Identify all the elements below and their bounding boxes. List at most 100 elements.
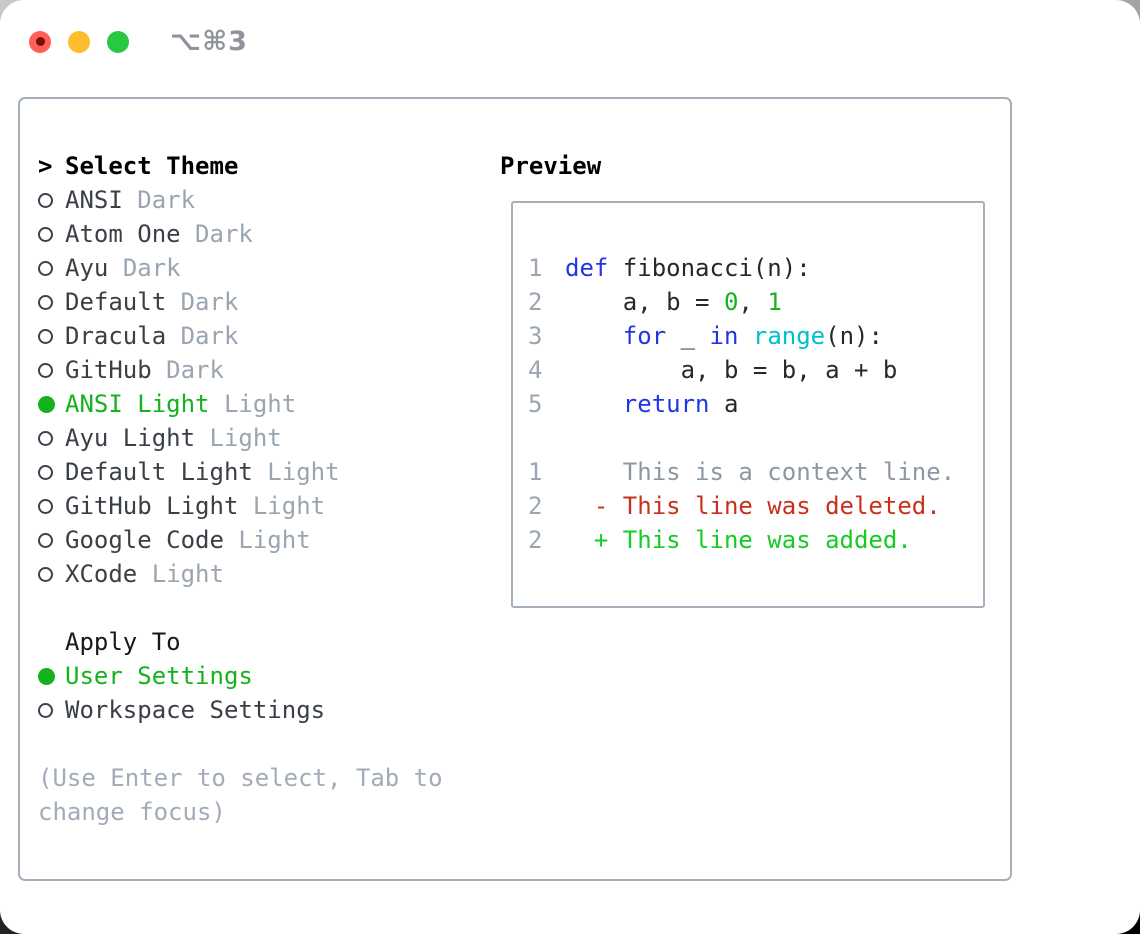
radio-selected-icon <box>38 659 65 693</box>
code-token-plain <box>565 390 623 418</box>
code-token-kw: return <box>622 390 710 418</box>
prompt-icon: > <box>38 152 53 180</box>
theme-variant: Light <box>151 560 224 588</box>
diff-text: - This line was deleted. <box>565 492 941 520</box>
theme-option[interactable]: GitHub Dark <box>38 353 478 387</box>
close-button[interactable] <box>29 30 51 53</box>
radio-circle-icon <box>38 455 65 489</box>
code-line: 5 return a <box>528 387 983 421</box>
theme-variant: Light <box>238 526 311 554</box>
code-token-plain: a <box>709 390 739 418</box>
radio-circle-icon <box>38 489 65 523</box>
minimize-button[interactable] <box>68 30 90 53</box>
theme-option[interactable]: GitHub Light Light <box>38 489 478 523</box>
line-number: 5 <box>528 390 543 418</box>
line-number: 1 <box>528 254 543 282</box>
theme-option[interactable]: Atom One Dark <box>38 217 478 251</box>
diff-text: + This line was added. <box>565 526 912 554</box>
theme-option[interactable]: Ayu Dark <box>38 251 478 285</box>
radio-selected-icon <box>38 387 65 421</box>
code-token-plain: fibonacci(n): <box>608 254 811 282</box>
line-number: 3 <box>528 322 543 350</box>
close-focus-dot-icon <box>35 37 45 46</box>
diff-line-context: 1 This is a context line. <box>528 455 983 489</box>
theme-option[interactable]: ANSI Dark <box>38 183 478 217</box>
theme-option[interactable]: Default Dark <box>38 285 478 319</box>
picker-title-row: > Select Theme <box>38 149 478 183</box>
code-line: 1 def fibonacci(n): <box>528 251 983 285</box>
theme-name: GitHub Light <box>65 492 239 520</box>
theme-option[interactable]: Default Light Light <box>38 455 478 489</box>
theme-variant: Dark <box>195 220 253 248</box>
theme-option[interactable]: ANSI Light Light <box>38 387 478 421</box>
code-token-kw: for <box>622 322 667 350</box>
preview-title: Preview <box>500 152 602 180</box>
code-token-kw: def <box>565 254 609 282</box>
theme-option[interactable]: Google Code Light <box>38 523 478 557</box>
theme-name: ANSI <box>65 186 123 214</box>
picker-title: Select Theme <box>65 152 239 180</box>
theme-variant: Dark <box>122 254 181 282</box>
theme-name: Dracula <box>65 322 167 350</box>
zoom-button[interactable] <box>107 30 129 53</box>
diff-line-added: 2 + This line was added. <box>528 523 983 557</box>
radio-circle-icon <box>38 421 65 455</box>
theme-variant: Light <box>267 458 340 486</box>
spacer <box>38 727 478 761</box>
theme-option[interactable]: Dracula Dark <box>38 319 478 353</box>
radio-circle-icon <box>38 353 65 387</box>
theme-variant: Light <box>209 424 282 452</box>
theme-variant: Light <box>252 492 326 520</box>
code-token-num: 0 <box>723 288 739 316</box>
code-line: 2 a, b = 0, 1 <box>528 285 983 319</box>
theme-name: GitHub <box>65 356 152 384</box>
code-token-kw: in <box>709 322 739 350</box>
theme-option[interactable]: Ayu Light Light <box>38 421 478 455</box>
apply-to-option[interactable]: User Settings <box>38 659 478 693</box>
titlebar: ⌥⌘3 <box>29 26 248 57</box>
theme-name: Google Code <box>65 526 224 554</box>
radio-circle-icon <box>38 523 65 557</box>
apply-to-label: User Settings <box>65 662 253 690</box>
theme-option[interactable]: XCode Light <box>38 557 478 591</box>
code-token-plain: _ <box>666 322 710 350</box>
radio-circle-icon <box>38 285 65 319</box>
theme-name: Default Light <box>65 458 253 486</box>
radio-circle-icon <box>38 183 65 217</box>
hint-text: (Use Enter to select, Tab to change focu… <box>38 764 443 826</box>
code-token-plain <box>738 322 752 350</box>
apply-to-title-row: Apply To <box>38 625 478 659</box>
code-line: 4 a, b = b, a + b <box>528 353 983 387</box>
radio-circle-icon <box>38 217 65 251</box>
theme-variant: Light <box>223 390 297 418</box>
theme-name: ANSI Light <box>65 390 210 418</box>
spacer <box>38 591 478 625</box>
theme-name: Ayu Light <box>65 424 196 452</box>
theme-variant: Dark <box>137 186 196 214</box>
theme-name: Atom One <box>65 220 181 248</box>
apply-to-option[interactable]: Workspace Settings <box>38 693 478 727</box>
theme-variant: Dark <box>180 322 239 350</box>
theme-variant: Dark <box>180 288 239 316</box>
diff-text: This is a context line. <box>565 458 956 486</box>
window-shortcut-label: ⌥⌘3 <box>170 26 248 57</box>
radio-circle-icon <box>38 557 65 591</box>
code-token-plain: a, b = b, a + b <box>565 356 898 384</box>
radio-circle-icon <box>38 319 65 353</box>
code-token-plain: , <box>738 288 768 316</box>
line-number: 2 <box>528 526 543 554</box>
theme-name: XCode <box>65 560 138 588</box>
code-line: 3 for _ in range(n): <box>528 319 983 353</box>
code-token-plain: (n): <box>825 322 883 350</box>
line-number: 2 <box>528 288 543 316</box>
diff-line-deleted: 2 - This line was deleted. <box>528 489 983 523</box>
line-number: 2 <box>528 492 543 520</box>
theme-variant: Dark <box>166 356 224 384</box>
